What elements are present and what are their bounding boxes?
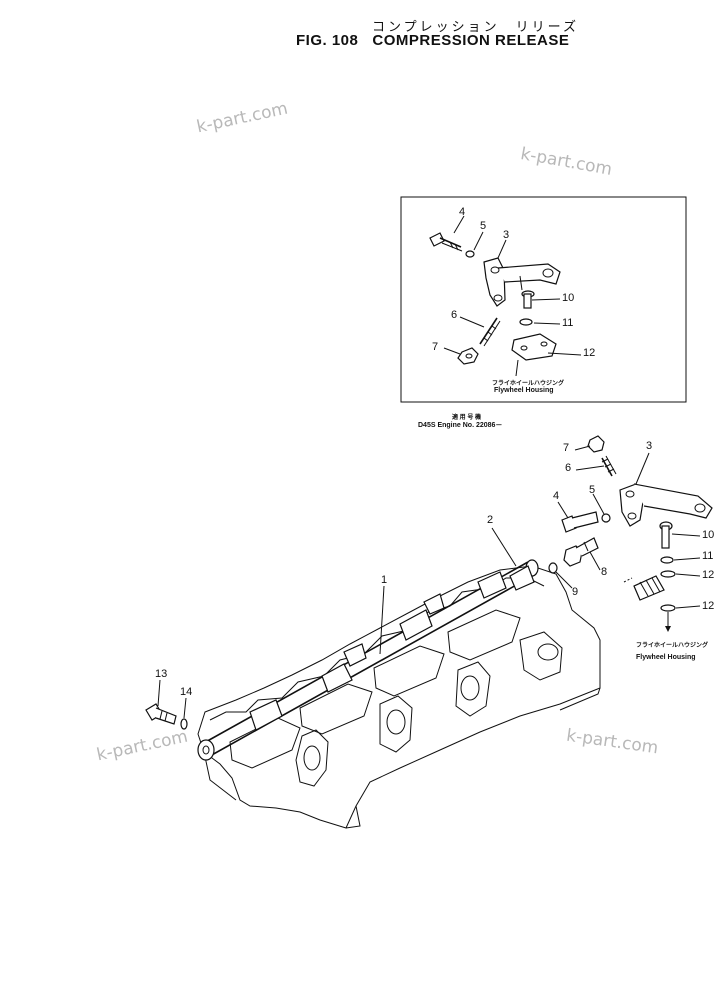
callout-12-lower: 12 <box>702 600 715 612</box>
washer-11 <box>660 556 674 564</box>
plate-12-upper <box>660 570 676 578</box>
callout-3: 3 <box>646 440 653 452</box>
callout-12: 12 <box>702 569 715 581</box>
callout-7: 7 <box>563 442 570 454</box>
callout-inset-4: 4 <box>459 206 466 218</box>
inset-flywheel-label-jp: フライホイールハウジング <box>492 381 565 387</box>
inset-bolt-4 <box>429 232 463 252</box>
nut-7 <box>587 435 605 453</box>
callout-inset-7: 7 <box>432 341 439 353</box>
callout-inset-6: 6 <box>451 309 458 321</box>
flywheel-label: Flywheel Housing <box>636 654 696 661</box>
title-japanese: コンプレッション リリーズ <box>372 19 579 34</box>
fitting-8 <box>563 537 599 567</box>
spring-6 <box>601 455 617 477</box>
callout-inset-10: 10 <box>562 292 575 304</box>
plate-12-lower <box>660 604 676 612</box>
figure-title: FIG. 108 COMPRESSION RELEASE <box>296 32 569 49</box>
serial-label-jp: 適 用 号 機 <box>452 415 482 421</box>
spring-housing <box>623 575 665 601</box>
callout-1: 1 <box>381 574 388 586</box>
compression-release-shaft-1 <box>197 559 539 761</box>
washer-5 <box>601 513 611 523</box>
inset-stud-6 <box>479 317 501 347</box>
callout-inset-3: 3 <box>503 229 510 241</box>
callout-8: 8 <box>601 566 608 578</box>
inset-nut-7 <box>457 347 479 365</box>
serial-label: D45S Engine No. 22086－ <box>418 422 503 429</box>
callout-6: 6 <box>565 462 572 474</box>
callout-inset-11: 11 <box>562 317 574 329</box>
washer-9 <box>548 562 558 574</box>
callout-10: 10 <box>702 529 715 541</box>
callout-11: 11 <box>702 550 714 562</box>
inset-washer-11 <box>519 318 533 326</box>
callout-4: 4 <box>553 490 560 502</box>
inset-frame <box>400 196 687 403</box>
callout-14: 14 <box>180 686 193 698</box>
callout-2: 2 <box>487 514 494 526</box>
rocker-housing <box>197 565 601 829</box>
callout-9: 9 <box>572 586 579 598</box>
callout-5: 5 <box>589 484 596 496</box>
washer-14 <box>180 718 188 730</box>
bolt-10 <box>659 521 673 549</box>
inset-plate-12 <box>511 333 557 361</box>
callout-inset-12: 12 <box>583 347 596 359</box>
inset-washer-5 <box>465 250 475 258</box>
inset-lever-3 <box>483 257 561 307</box>
bolt-13 <box>145 703 177 725</box>
inset-bolt-10 <box>521 290 535 309</box>
callout-13: 13 <box>155 668 168 680</box>
figure-number: FIG. 108 <box>296 32 359 49</box>
bolt-4 <box>561 511 599 533</box>
callout-inset-5: 5 <box>480 220 487 232</box>
inset-flywheel-label: Flywheel Housing <box>494 387 554 394</box>
flywheel-label-jp: フライホイールハウジング <box>636 643 709 649</box>
figure-name: COMPRESSION RELEASE <box>372 32 570 49</box>
lever-3 <box>619 483 713 527</box>
